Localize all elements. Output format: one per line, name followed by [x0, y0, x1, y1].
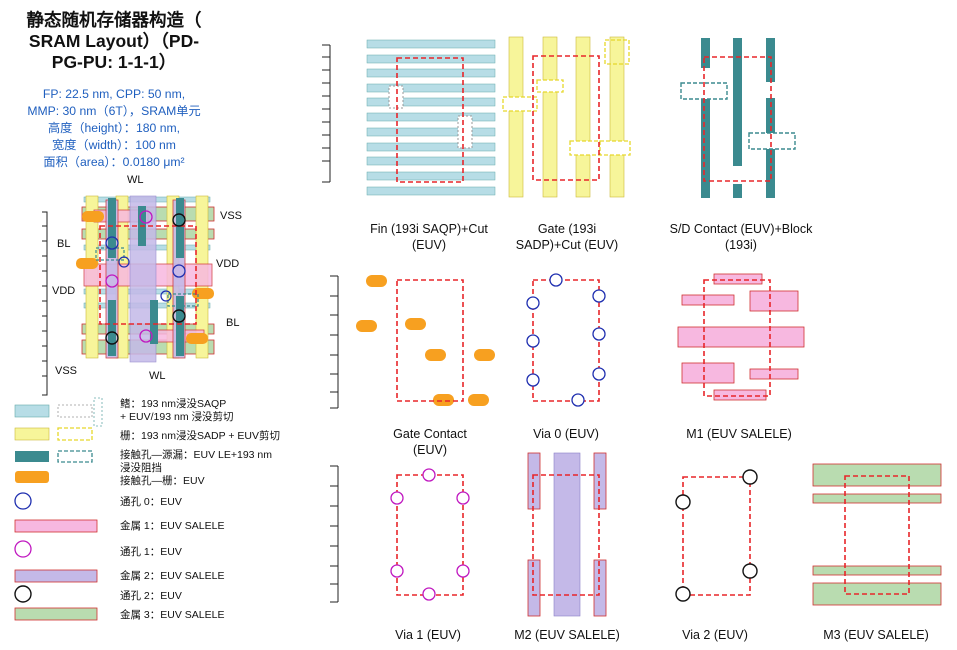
- spec-line-5: 面积（area）：0.0180 μm²: [43, 155, 185, 169]
- legend-label-sd-contact: 接触孔—源漏：EUV LE+193 nm 浸没阻挡: [120, 449, 273, 474]
- legend-label-via2: 通孔 2：EUV: [120, 590, 182, 602]
- vdd-left-label: VDD: [52, 285, 76, 297]
- m3-swatch: [14, 607, 98, 621]
- via2-circle: [14, 585, 32, 603]
- wl-bottom-label: WL: [149, 370, 166, 382]
- spec-line-1: FP: 22.5 nm, CPP: 50 nm,: [42, 87, 186, 101]
- spec-line-4: 宽度（width）：100 nm: [52, 138, 176, 152]
- via1-panel: [390, 468, 470, 601]
- m3-panel: [812, 463, 942, 606]
- caption-m3: M3 (EUV SALELE): [823, 628, 929, 642]
- title-line-3: PG-PU: 1-1-1）: [51, 52, 177, 72]
- caption-gate: Gate (193i SADP)+Cut (EUV): [515, 222, 619, 252]
- m2-panel: [527, 452, 607, 617]
- via0-panel: [526, 273, 606, 407]
- row-brackets: [322, 44, 339, 603]
- page-title: 静态随机存储器构造（ SRAM Layout）（PD- PG-PU: 1-1-1…: [8, 10, 220, 73]
- gate-contact-panel: [356, 275, 495, 406]
- gate-swatch: [14, 427, 50, 441]
- via0-circle: [14, 492, 32, 510]
- composite-cell: [42, 195, 215, 396]
- caption-fin: Fin (193i SAQP)+Cut (EUV): [370, 222, 488, 252]
- fin-panel: [366, 39, 496, 196]
- via1-circle: [14, 540, 32, 558]
- legend-label-via0: 通孔 0：EUV: [120, 496, 182, 508]
- legend-label-m3: 金属 3：EUV SALELE: [120, 609, 225, 621]
- m2-swatch: [14, 569, 98, 583]
- legend-label-m2: 金属 2：EUV SALELE: [120, 570, 225, 582]
- bl-right-label: BL: [226, 317, 240, 329]
- vss-left-label: VSS: [55, 365, 78, 377]
- legend-label-gate: 栅：193 nm浸没SADP + EUV剪切: [120, 430, 280, 442]
- vss-right-label: VSS: [220, 210, 243, 222]
- spec-line-3: 高度（height）：180 nm,: [47, 121, 181, 135]
- sd-contact-swatch: [15, 451, 49, 462]
- caption-via2: Via 2 (EUV): [682, 628, 748, 642]
- title-line-1: 静态随机存储器构造（: [26, 10, 202, 30]
- sd-contact-panel: [680, 38, 796, 198]
- caption-gate-contact: Gate Contact (EUV): [393, 427, 467, 457]
- title-line-2: SRAM Layout）（PD-: [28, 31, 200, 51]
- wl-top-label: WL: [127, 174, 144, 186]
- legend-label-gate-contact: 接触孔—栅：EUV: [120, 475, 205, 487]
- spec-line-2: MMP: 30 nm（6T），SRAM单元: [27, 104, 201, 118]
- caption-m2: M2 (EUV SALELE): [514, 628, 620, 642]
- caption-sd-contact: S/D Contact (EUV)+Block (193i): [669, 222, 813, 252]
- caption-via1: Via 1 (EUV): [395, 628, 461, 642]
- legend-label-fin: 鳍：193 nm浸没SAQP + EUV/193 nm 浸没剪切: [120, 398, 234, 423]
- bl-left-label: BL: [57, 238, 71, 250]
- legend-swatches: [14, 397, 103, 621]
- legend-label-via1: 通孔 1：EUV: [120, 546, 182, 558]
- caption-via0: Via 0 (EUV): [533, 427, 599, 441]
- legend-label-m1: 金属 1：EUV SALELE: [120, 520, 225, 532]
- gate-contact-swatch: [15, 471, 49, 483]
- gate-panel: [502, 36, 631, 198]
- vdd-right-label: VDD: [216, 258, 240, 270]
- via2-panel: [675, 469, 758, 602]
- m1-panel: [677, 273, 805, 401]
- fin-swatch: [14, 404, 50, 418]
- caption-m1: M1 (EUV SALELE): [686, 427, 792, 441]
- m1-swatch: [14, 519, 98, 533]
